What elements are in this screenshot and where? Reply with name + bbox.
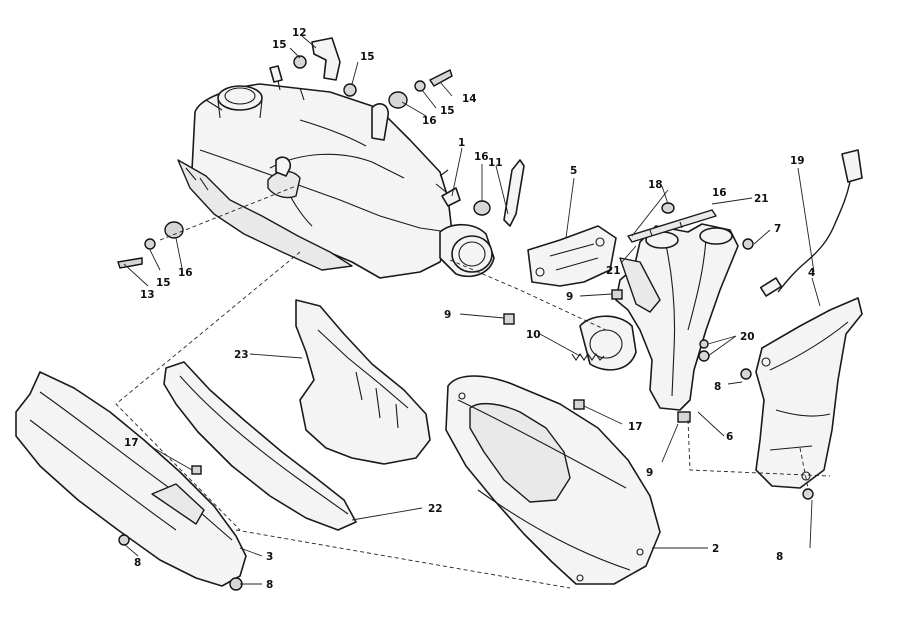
callout-22: 22 (428, 503, 443, 515)
callout-14: 14 (462, 93, 477, 105)
heat-shield-right (755, 297, 863, 489)
callout-4: 4 (808, 267, 815, 279)
callout-8-right: 8 (714, 381, 721, 393)
tank-body (177, 65, 453, 279)
callout-10: 10 (526, 329, 541, 341)
callout-21-right: 21 (754, 193, 769, 205)
callout-17-center: 17 (628, 421, 643, 433)
callout-19: 19 (790, 155, 805, 167)
bracket-plate (527, 225, 617, 287)
callout-9-left: 9 (444, 309, 451, 321)
callout-23: 23 (234, 349, 249, 361)
inner-panel (295, 299, 431, 465)
callout-20: 20 (740, 331, 755, 343)
leader-lines (123, 35, 821, 585)
callout-16-center: 16 (474, 151, 489, 163)
o2-sensor-cable (759, 149, 863, 297)
callout-9-center: 9 (566, 291, 573, 303)
hardware (117, 37, 814, 591)
callout-3: 3 (266, 551, 273, 563)
lower-fairing-center (163, 361, 357, 531)
callout-6: 6 (726, 431, 733, 443)
callout-13: 13 (140, 289, 155, 301)
callout-2: 2 (712, 543, 719, 555)
intake-elbow (435, 169, 495, 278)
side-cover (445, 375, 661, 585)
callout-18: 18 (648, 179, 663, 191)
callout-5: 5 (570, 165, 577, 177)
callout-16-right: 16 (712, 187, 727, 199)
callout-1: 1 (458, 137, 465, 149)
callout-15-left: 15 (156, 277, 171, 289)
exhaust-manifold (579, 209, 739, 411)
callout-7: 7 (774, 223, 781, 235)
callout-15-top-left: 15 (272, 39, 287, 51)
callout-16-top: 16 (422, 115, 437, 127)
callout-16-left: 16 (178, 267, 193, 279)
callout-8-bottom-right: 8 (776, 551, 783, 563)
callout-11: 11 (488, 157, 503, 169)
callout-labels: 1 2 3 4 5 6 7 8 8 8 8 9 9 9 10 11 12 13 … (124, 27, 815, 591)
callout-12: 12 (292, 27, 307, 39)
lower-fairing-left (15, 371, 247, 587)
callout-17-left: 17 (124, 437, 139, 449)
assembly-lines (115, 185, 831, 589)
callout-21-center: 21 (606, 265, 621, 277)
callout-8-bottom: 8 (266, 579, 273, 591)
callout-9-bottom: 9 (646, 467, 653, 479)
callout-15-top: 15 (360, 51, 375, 63)
callout-8-left: 8 (134, 557, 141, 569)
callout-15-right: 15 (440, 105, 455, 117)
